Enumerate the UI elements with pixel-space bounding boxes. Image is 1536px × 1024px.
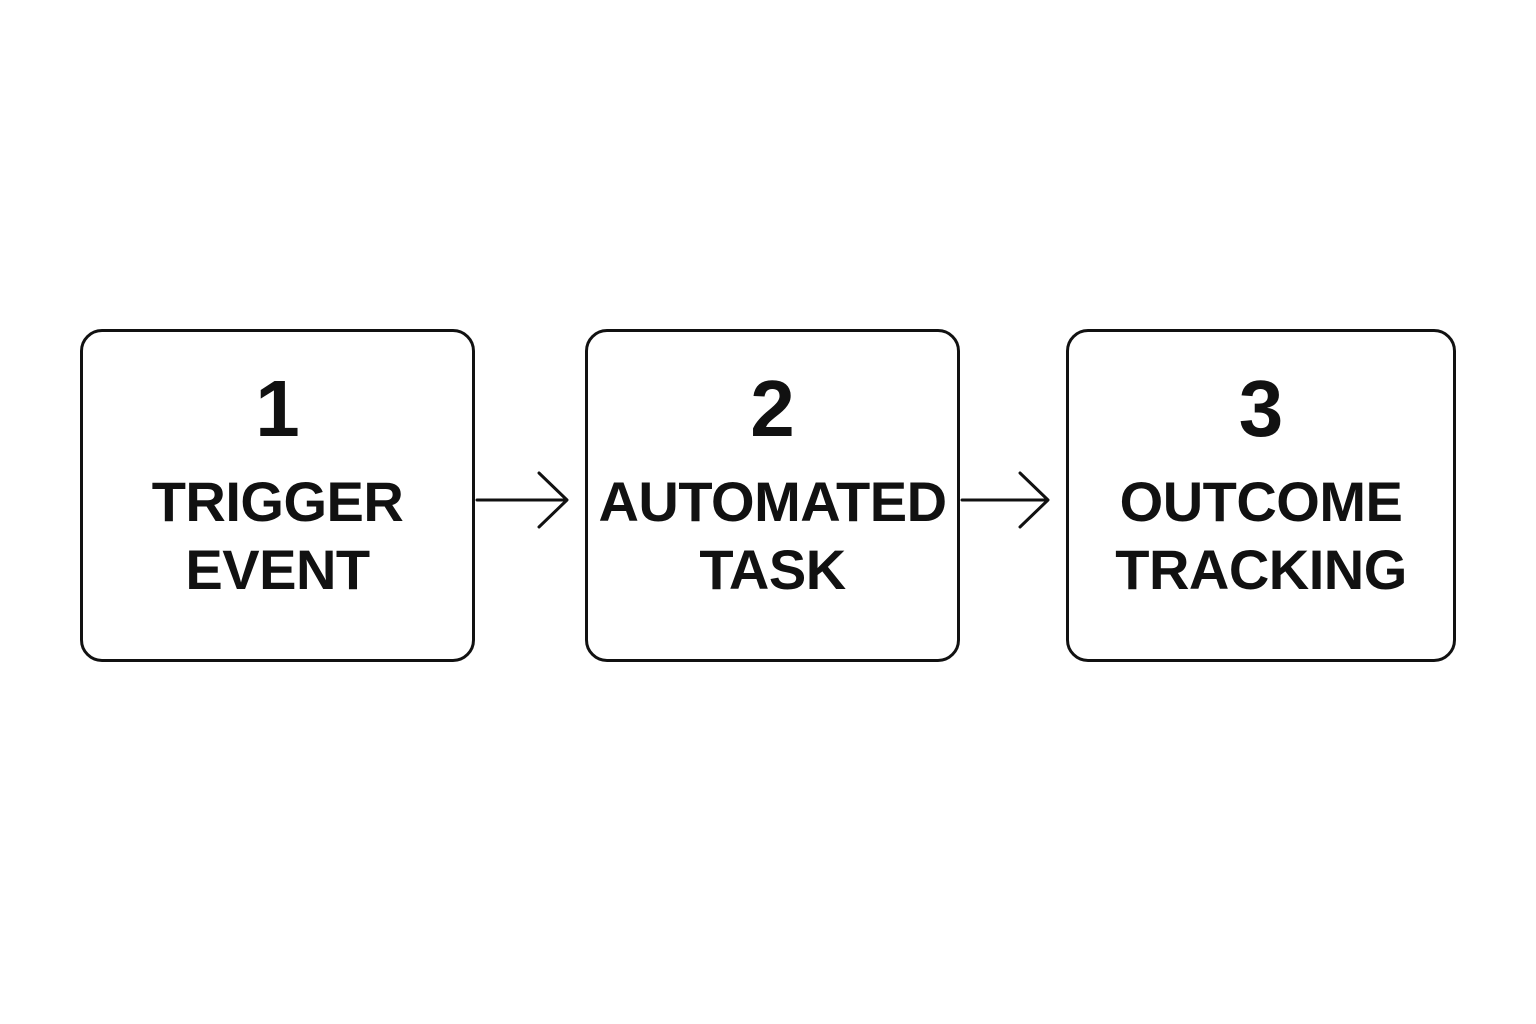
- arrow-right-icon: [960, 471, 1050, 529]
- step-label-line: TRACKING: [1115, 538, 1407, 601]
- step-box-outcome-tracking: 3 OUTCOME TRACKING: [1066, 329, 1456, 662]
- step-number: 3: [1238, 364, 1284, 453]
- step-box-trigger-event: 1 TRIGGER EVENT: [80, 329, 475, 662]
- step-number: 1: [255, 364, 300, 453]
- step-label: AUTOMATED TASK: [588, 468, 957, 604]
- step-label-line: TASK: [699, 538, 846, 601]
- step-label: TRIGGER EVENT: [83, 468, 472, 604]
- step-label-line: EVENT: [185, 538, 370, 601]
- step-label-line: TRIGGER: [151, 470, 404, 533]
- step-label-line: OUTCOME: [1119, 470, 1403, 533]
- arrow-right-icon: [475, 471, 569, 529]
- step-number: 2: [750, 364, 795, 453]
- step-label: OUTCOME TRACKING: [1069, 468, 1453, 604]
- step-label-line: AUTOMATED: [598, 470, 947, 533]
- step-box-automated-task: 2 AUTOMATED TASK: [585, 329, 960, 662]
